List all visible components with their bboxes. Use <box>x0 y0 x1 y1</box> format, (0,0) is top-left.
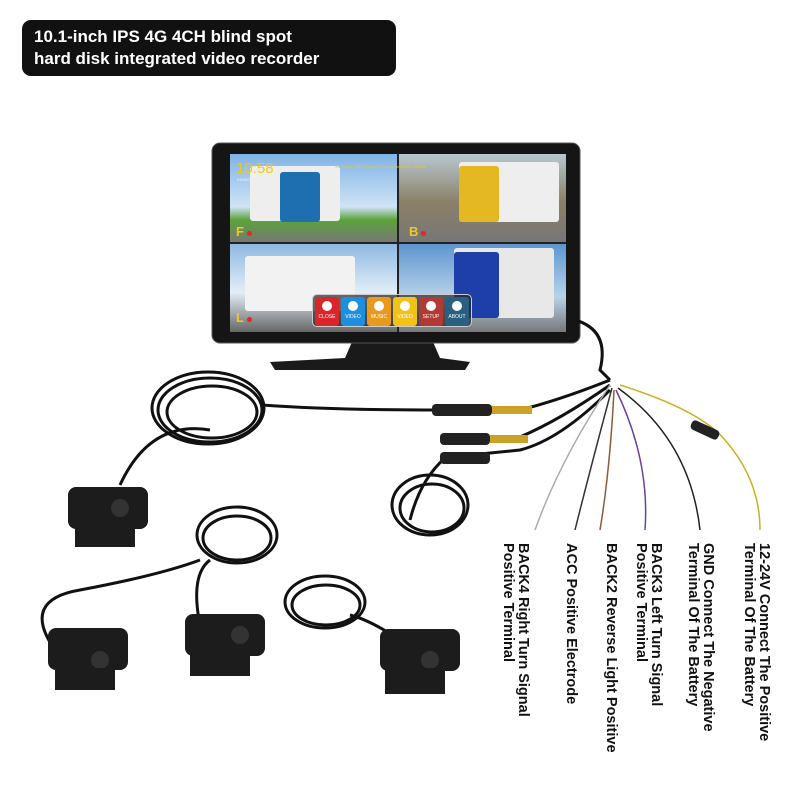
label-line-2: Positive Terminal <box>633 543 649 662</box>
camera-label-f: F <box>236 224 252 239</box>
clock: 10:58 <box>236 160 274 177</box>
wire-label-back2: BACK2 Reverse Light Positive <box>603 543 619 753</box>
disc-icon <box>400 301 410 311</box>
connectors <box>432 404 532 464</box>
label-line-2: Terminal Of The Battery <box>685 543 701 707</box>
product-title-banner: 10.1-inch IPS 4G 4CH blind spot hard dis… <box>22 20 396 76</box>
about-label: ABOUT <box>448 314 466 320</box>
camera-label-b: B <box>409 224 426 239</box>
label-line-1: BACK4 Right Turn Signal <box>515 543 531 717</box>
music-button[interactable]: MUSIC <box>367 297 391 326</box>
label-line-1: ACC Positive Electrode <box>563 543 579 705</box>
close-icon <box>322 301 332 311</box>
wire-label-acc: ACC Positive Electrode <box>563 543 579 705</box>
status-bar: 4G Online CMS Online GPS Located GPS 1.5… <box>335 164 427 169</box>
setup-button[interactable]: SETUP <box>419 297 443 326</box>
about-button[interactable]: ABOUT <box>445 297 469 326</box>
camera-4 <box>380 629 460 694</box>
date: 03/08/2023 Thu <box>237 177 265 182</box>
label-line-1: GND Connect The Negative <box>700 543 716 732</box>
camera-label-l: L <box>236 310 252 325</box>
camera-3 <box>185 614 265 676</box>
video-label: VIDEO <box>345 314 361 320</box>
video-button[interactable]: VIDEO <box>341 297 365 326</box>
camera-2 <box>48 628 128 690</box>
gear-icon <box>426 301 436 311</box>
power-wires <box>534 384 761 531</box>
title-line-1: 10.1-inch IPS 4G 4CH blind spot <box>34 27 292 46</box>
setup-label: SETUP <box>422 314 440 320</box>
title-line-2: hard disk integrated video recorder <box>34 49 320 68</box>
monitor-screen: F B L <box>230 154 566 332</box>
video2-button[interactable]: VIDEO <box>393 297 417 326</box>
close-label: CLOSE <box>318 314 336 320</box>
info-icon <box>452 301 462 311</box>
cameras <box>48 487 460 694</box>
label-line-1: 12-24V Connect The Positive <box>756 543 772 742</box>
camera-1 <box>68 487 148 547</box>
music-label: MUSIC <box>370 314 388 320</box>
screen-menu: CLOSE VIDEO MUSIC VIDEO SETUP ABOUT <box>312 294 472 327</box>
monitor-stand <box>270 335 470 370</box>
label-line-1: BACK2 Reverse Light Positive <box>603 543 619 753</box>
label-line-2: Positive Terminal <box>500 543 516 662</box>
camera-view-front[interactable]: F <box>230 154 397 242</box>
label-line-2: Terminal Of The Battery <box>741 543 757 707</box>
video2-label: VIDEO <box>397 314 413 320</box>
play-icon <box>348 301 358 311</box>
camera-view-back[interactable]: B <box>399 154 566 242</box>
label-line-1: BACK3 Left Turn Signal <box>648 543 664 707</box>
music-icon <box>374 301 384 311</box>
close-button[interactable]: CLOSE <box>315 297 339 326</box>
